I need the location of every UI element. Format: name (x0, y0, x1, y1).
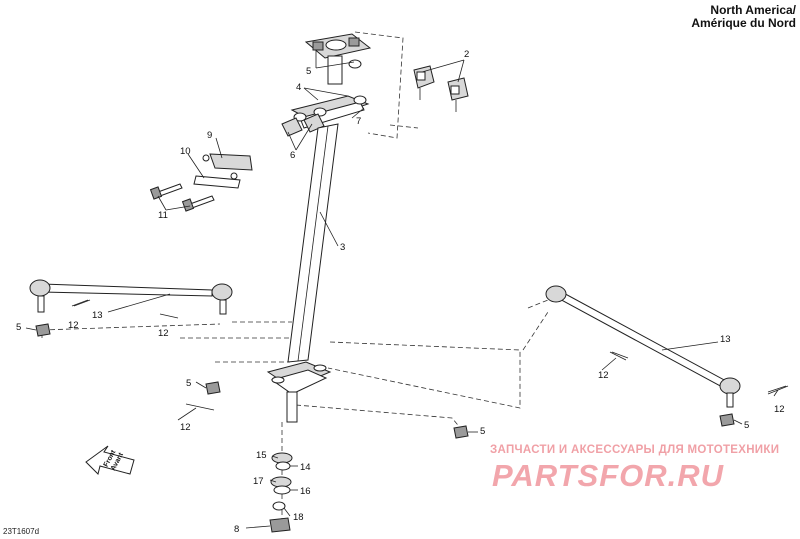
callout-10: 10 (180, 146, 191, 157)
callout-16: 16 (300, 486, 311, 497)
steering-column (287, 123, 339, 363)
callout-5-top: 5 (306, 66, 311, 77)
callout-5-left: 5 (16, 322, 21, 333)
callout-2: 2 (464, 49, 469, 60)
pitman-arm (266, 361, 332, 423)
callout-9: 9 (207, 130, 212, 141)
callout-18: 18 (293, 512, 304, 523)
tie-rod-left (29, 279, 233, 315)
lower-hardware-stack (269, 452, 293, 533)
bushing-right (353, 95, 367, 105)
callout-11: 11 (158, 210, 168, 221)
figure-code: 23T1607d (3, 527, 40, 536)
bearing-16 (273, 485, 291, 495)
callout-5-lower: 5 (480, 426, 485, 437)
nut-upper-left (312, 41, 324, 51)
callout-17: 17 (253, 476, 264, 487)
spacer-18 (272, 501, 286, 511)
tie-rod-end-left-outer (29, 279, 51, 297)
upper-support-plate (304, 33, 372, 85)
clamp-halves (413, 65, 469, 112)
callout-7: 7 (356, 116, 361, 127)
pivot-bracket (281, 95, 370, 137)
support-bracket (193, 153, 253, 189)
watermark-tagline: ЗАПЧАСТИ И АКСЕССУАРЫ ДЛЯ МОТОТЕХНИКИ (490, 444, 780, 456)
lower-shaft (286, 391, 298, 423)
assembly-guide-lines (41, 31, 549, 520)
washer-15 (271, 452, 293, 464)
tie-rod-end-right-inner (545, 285, 567, 303)
callout-3: 3 (340, 242, 345, 253)
tie-rod-end-left-inner (211, 283, 233, 301)
callout-15: 15 (256, 450, 267, 461)
front-arrow: Front Avant (85, 445, 135, 475)
region-title-line2: Amérique du Nord (691, 16, 796, 30)
callout-labels: 2 3 4 5 6 7 8 9 10 11 12 12 12 12 12 13 … (16, 49, 785, 535)
callout-5-center: 5 (186, 378, 191, 389)
callout-12-lower: 12 (180, 422, 191, 433)
castle-nuts (35, 323, 735, 439)
callout-8: 8 (234, 524, 239, 535)
bolts (149, 183, 215, 212)
cotter-pins (73, 299, 789, 411)
seal-14 (275, 461, 291, 471)
callout-5-right: 5 (744, 420, 749, 431)
nut-8 (269, 517, 291, 533)
column-upper-shaft (327, 55, 343, 85)
callout-leaders (25, 50, 779, 529)
callout-12-far-right: 12 (774, 404, 785, 415)
watermark-logo: PARTSFOR.RU (492, 458, 725, 493)
callout-4: 4 (296, 82, 301, 93)
region-title: North America/ Amérique du Nord (691, 4, 796, 30)
callout-13-right: 13 (720, 334, 731, 345)
nut-upper-right (348, 37, 360, 47)
callout-14: 14 (300, 462, 311, 473)
callout-6: 6 (290, 150, 295, 161)
callout-12-center: 12 (158, 328, 169, 339)
callout-12-right: 12 (598, 370, 609, 381)
washer-17 (270, 476, 292, 488)
callout-12-left: 12 (68, 320, 79, 331)
tie-rod-end-right-outer (719, 377, 741, 395)
callout-13-left: 13 (92, 310, 103, 321)
tie-rod-right (545, 285, 787, 408)
region-title-line1: North America/ (710, 3, 796, 17)
